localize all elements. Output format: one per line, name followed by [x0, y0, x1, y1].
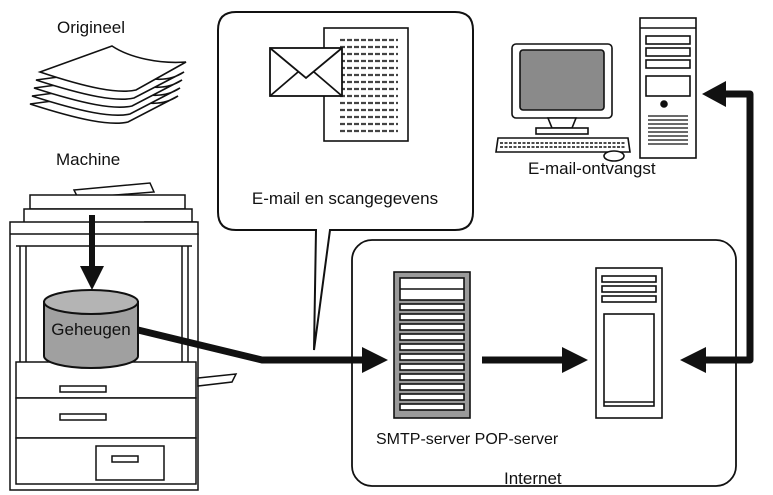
- send-arrow-icon: [137, 326, 388, 373]
- relay-arrow-icon: [482, 347, 588, 373]
- pop-server-icon: [595, 267, 663, 419]
- bubble-label: E-mail en scangegevens: [252, 189, 438, 208]
- scan-arrow-icon: [80, 215, 104, 290]
- machine-label: Machine: [56, 150, 120, 169]
- receiver-label: E-mail-ontvangst: [528, 159, 656, 178]
- receive-arrow-icon: [680, 81, 754, 373]
- memory-cylinder-icon: [43, 289, 139, 369]
- paper-stack-icon: [29, 45, 187, 124]
- envelope-icon: [269, 47, 343, 97]
- internet-label: Internet: [504, 469, 562, 488]
- memory-label: Geheugen: [51, 320, 130, 339]
- computer-icon: [495, 17, 697, 162]
- servers-label: SMTP-server POP-server: [376, 431, 559, 448]
- smtp-server-icon: [393, 271, 471, 419]
- original-label: Origineel: [57, 18, 125, 37]
